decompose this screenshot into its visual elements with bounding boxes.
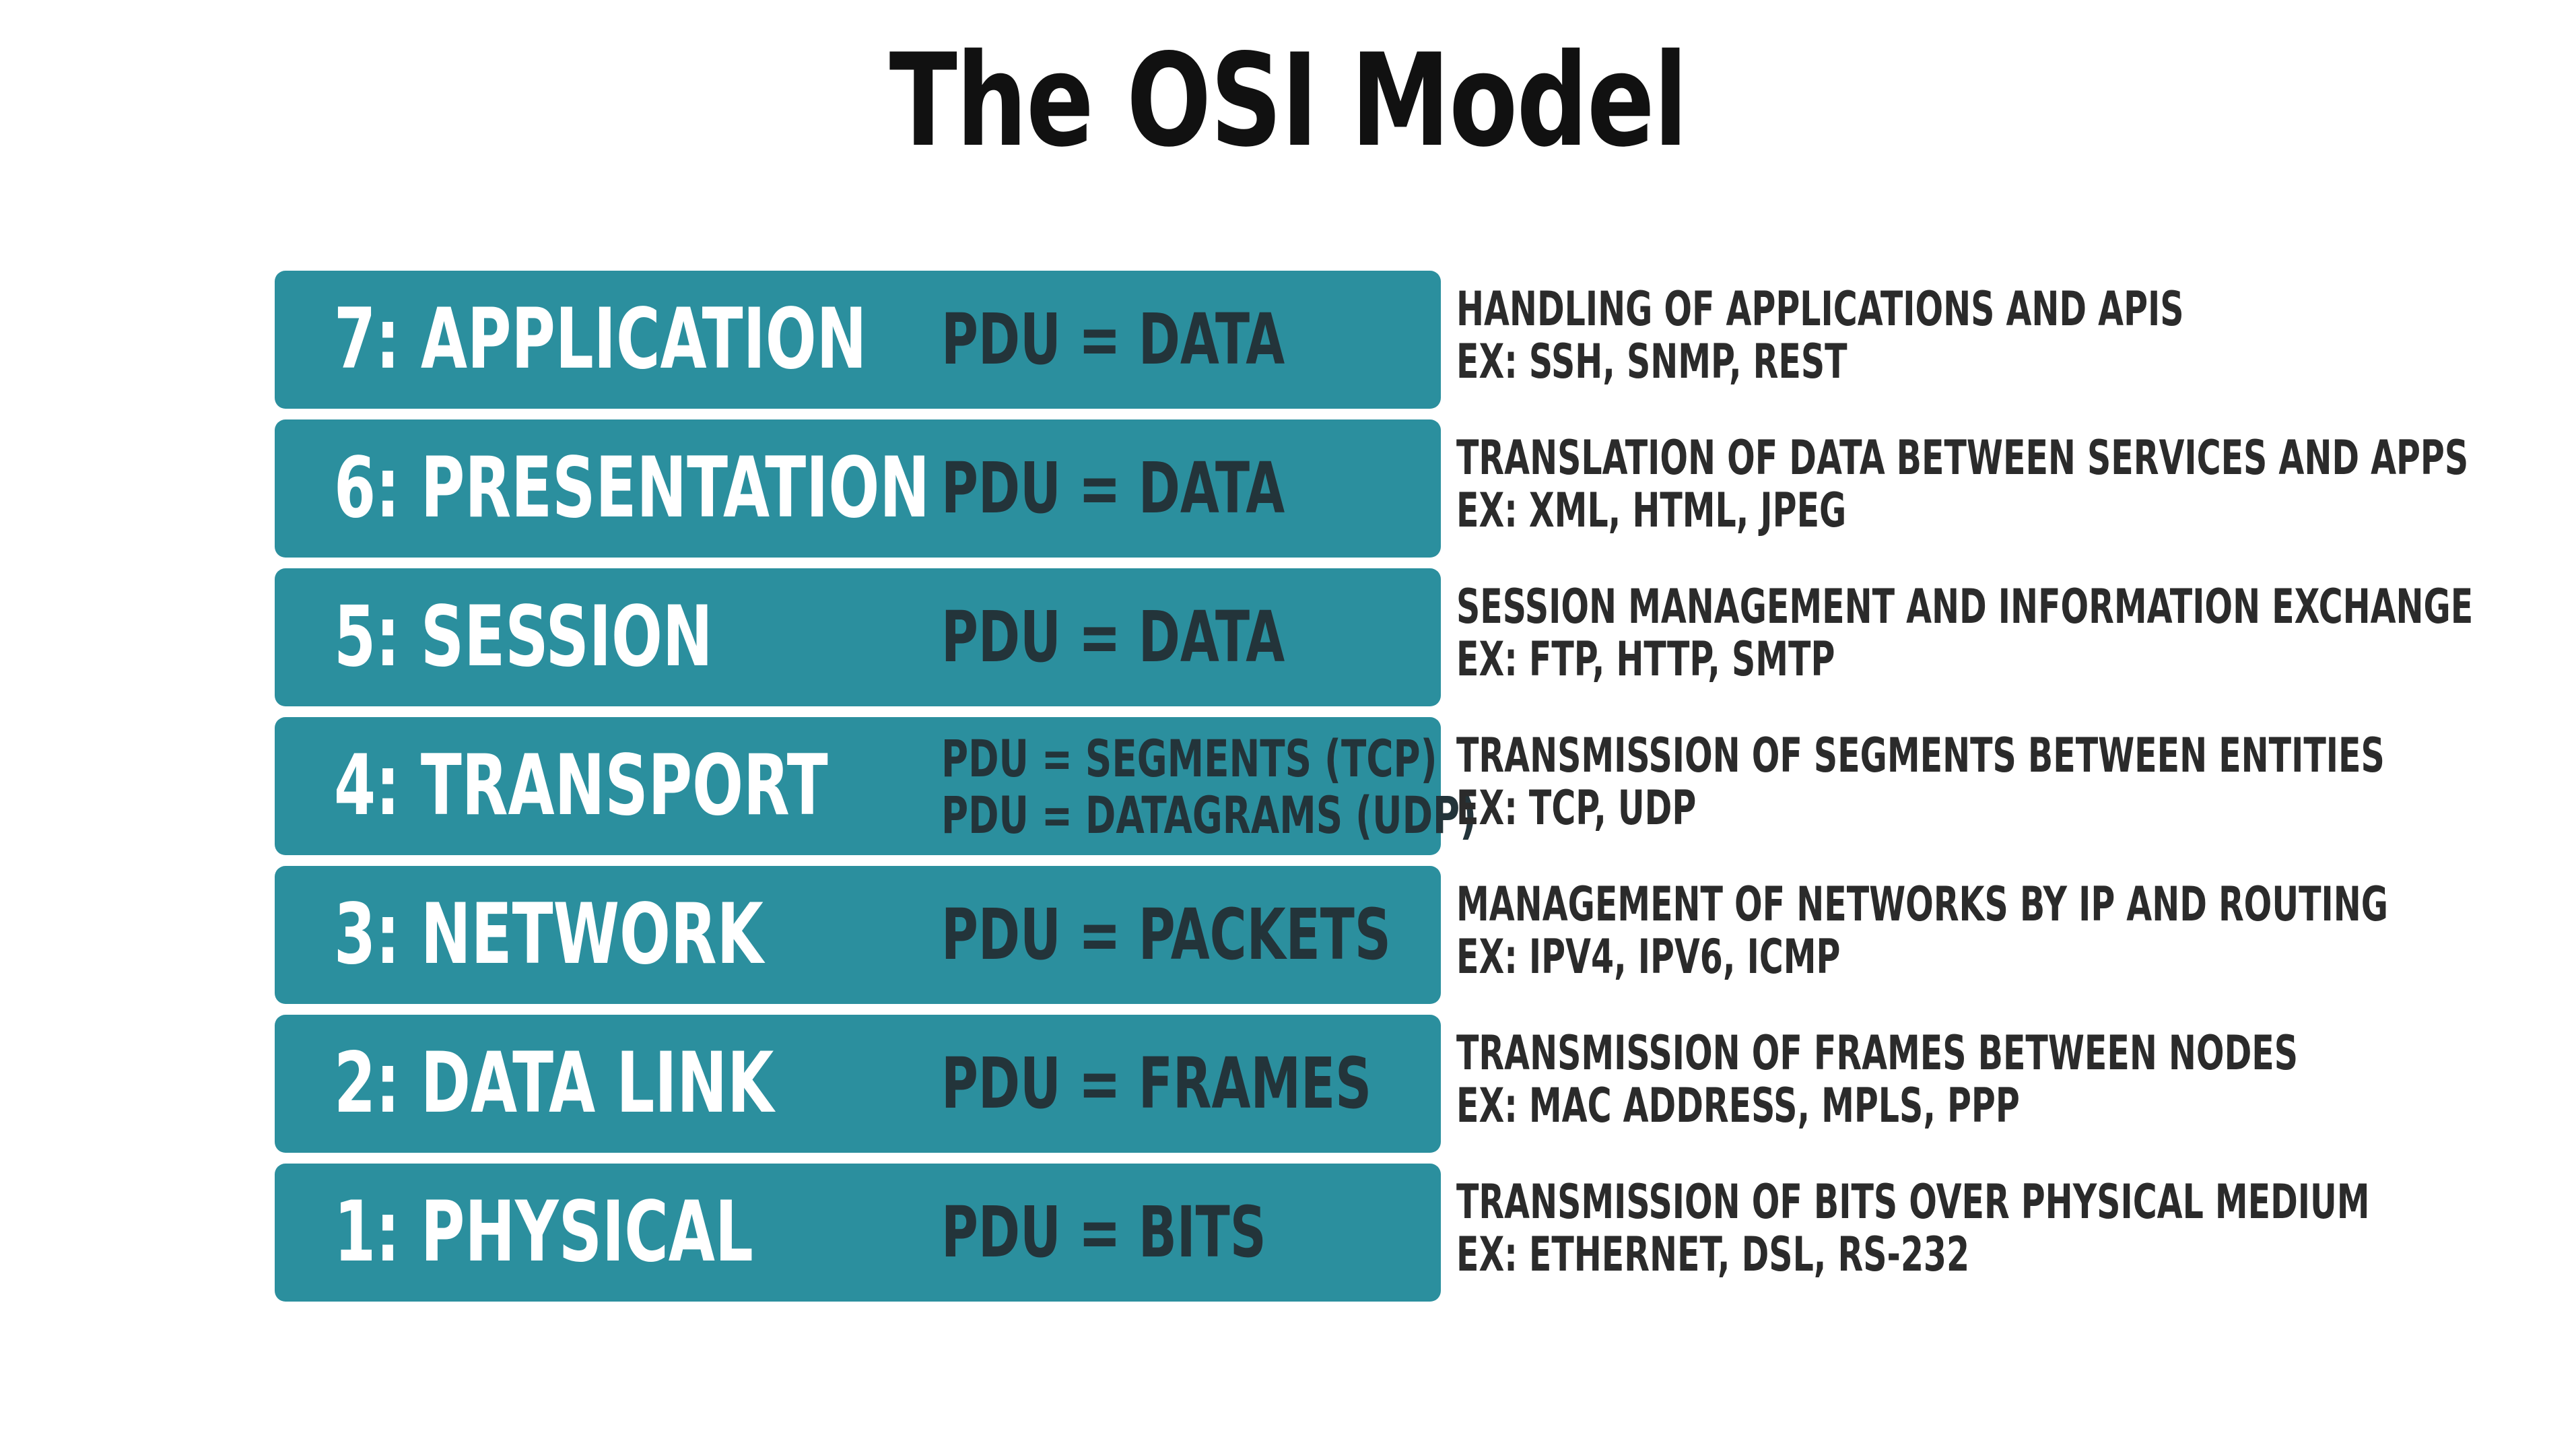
layer-pdu: PDU = DATA — [941, 298, 1285, 380]
layer-description: MANAGEMENT OF NETWORKS BY IP AND ROUTING — [1456, 877, 2389, 932]
layer-examples: EX: TCP, UDP — [1456, 780, 1697, 836]
layer-pdu: PDU = BITS — [941, 1191, 1266, 1273]
layer-description-block: TRANSMISSION OF SEGMENTS BETWEEN ENTITIE… — [1456, 729, 2385, 834]
osi-layer-stack: 7: APPLICATION PDU = DATA HANDLING OF AP… — [275, 271, 2473, 1312]
layer-name: 5: SESSION — [334, 589, 713, 685]
layer-pdu: PDU = FRAMES — [941, 1042, 1372, 1124]
layer-bar: 6: PRESENTATION PDU = DATA — [275, 419, 1441, 558]
layer-description-block: TRANSLATION OF DATA BETWEEN SERVICES AND… — [1456, 432, 2468, 537]
layer-description: HANDLING OF APPLICATIONS AND APIS — [1456, 281, 2184, 337]
layer-examples: EX: IPV4, IPV6, ICMP — [1456, 929, 1841, 984]
layer-pdu: PDU = PACKETS — [941, 894, 1391, 976]
layer-pdu: PDU = DATA — [941, 596, 1285, 678]
layer-pdu: PDU = DATAGRAMS (UDP) — [941, 785, 1477, 845]
layer-bar: 5: SESSION PDU = DATA — [275, 568, 1441, 706]
layer-description-block: MANAGEMENT OF NETWORKS BY IP AND ROUTING… — [1456, 878, 2388, 983]
layer-name: 1: PHYSICAL — [334, 1184, 753, 1281]
layer-description: TRANSMISSION OF BITS OVER PHYSICAL MEDIU… — [1456, 1174, 2370, 1230]
layer-pdu: PDU = SEGMENTS (TCP) — [941, 729, 1437, 788]
layer-description: TRANSMISSION OF SEGMENTS BETWEEN ENTITIE… — [1456, 728, 2385, 783]
layer-row-session: 5: SESSION PDU = DATA SESSION MANAGEMENT… — [275, 568, 2473, 706]
layer-name: 7: APPLICATION — [334, 291, 867, 388]
layer-row-physical: 1: PHYSICAL PDU = BITS TRANSMISSION OF B… — [275, 1164, 2429, 1302]
layer-row-data-link: 2: DATA LINK PDU = FRAMES TRANSMISSION O… — [275, 1015, 2429, 1153]
layer-bar: 3: NETWORK PDU = PACKETS — [275, 866, 1441, 1004]
layer-bar: 7: APPLICATION PDU = DATA — [275, 271, 1441, 409]
page-title: The OSI Model — [889, 26, 1688, 175]
layer-description-block: TRANSMISSION OF BITS OVER PHYSICAL MEDIU… — [1456, 1176, 2370, 1281]
layer-description: SESSION MANAGEMENT AND INFORMATION EXCHA… — [1456, 579, 2474, 634]
layer-description-block: SESSION MANAGEMENT AND INFORMATION EXCHA… — [1456, 580, 2473, 685]
layer-name: 6: PRESENTATION — [334, 440, 930, 537]
layer-bar: 1: PHYSICAL PDU = BITS — [275, 1164, 1441, 1302]
layer-name: 4: TRANSPORT — [334, 737, 828, 834]
layer-examples: EX: SSH, SNMP, REST — [1456, 334, 1848, 389]
layer-name: 2: DATA LINK — [334, 1035, 774, 1132]
layer-row-presentation: 6: PRESENTATION PDU = DATA TRANSLATION O… — [275, 419, 2468, 558]
layer-examples: EX: XML, HTML, JPEG — [1456, 483, 1847, 538]
layer-bar: 4: TRANSPORT PDU = SEGMENTS (TCP) PDU = … — [275, 717, 1477, 855]
layer-description-block: HANDLING OF APPLICATIONS AND APIS EX: SS… — [1456, 283, 2184, 388]
layer-bar: 2: DATA LINK PDU = FRAMES — [275, 1015, 1441, 1153]
layer-row-application: 7: APPLICATION PDU = DATA HANDLING OF AP… — [275, 271, 2429, 409]
layer-description: TRANSLATION OF DATA BETWEEN SERVICES AND… — [1456, 430, 2469, 485]
layer-row-transport: 4: TRANSPORT PDU = SEGMENTS (TCP) PDU = … — [275, 717, 2429, 855]
layer-name: 3: NETWORK — [334, 886, 764, 983]
layer-examples: EX: ETHERNET, DSL, RS-232 — [1456, 1227, 1970, 1282]
layer-description: TRANSMISSION OF FRAMES BETWEEN NODES — [1456, 1026, 2299, 1081]
layer-row-network: 3: NETWORK PDU = PACKETS MANAGEMENT OF N… — [275, 866, 2429, 1004]
layer-pdu-stack: PDU = SEGMENTS (TCP) PDU = DATAGRAMS (UD… — [941, 731, 1477, 844]
layer-examples: EX: FTP, HTTP, SMTP — [1456, 632, 1835, 687]
layer-pdu: PDU = DATA — [941, 447, 1285, 529]
layer-examples: EX: MAC ADDRESS, MPLS, PPP — [1456, 1078, 2020, 1133]
layer-description-block: TRANSMISSION OF FRAMES BETWEEN NODES EX:… — [1456, 1027, 2298, 1132]
